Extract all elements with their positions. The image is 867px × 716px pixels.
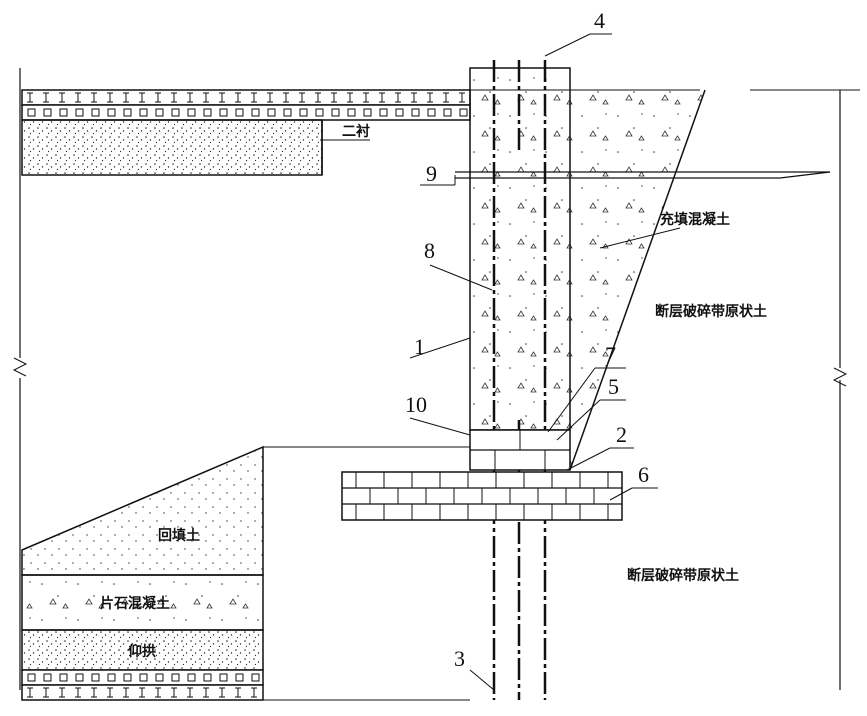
callout-5: 5 xyxy=(608,374,619,399)
label-backfill: 回填土 xyxy=(158,527,200,544)
label-fault-zone-lower: 断层破碎带原状土 xyxy=(627,567,739,584)
right-boundary: 断层破碎带原状土 xyxy=(655,90,860,690)
callout-10: 10 xyxy=(405,392,427,417)
backfill-soil xyxy=(22,447,263,575)
callout-4: 4 xyxy=(594,8,605,33)
label-rubble-concrete: 片石混凝土 xyxy=(100,595,170,612)
lower-steel-arch-ibeams xyxy=(27,688,257,697)
lower-block-band xyxy=(28,674,259,681)
callout-9: 9 xyxy=(426,161,437,186)
callout-2: 2 xyxy=(616,422,627,447)
callout-6: 6 xyxy=(638,462,649,487)
label-fill-concrete: 充填混凝土 xyxy=(660,211,730,228)
callout-1: 1 xyxy=(414,334,425,359)
label-fault-zone-upper: 断层破碎带原状土 xyxy=(655,303,767,320)
second-lining-concrete xyxy=(22,120,322,175)
label-invert: 仰拱 xyxy=(128,643,156,660)
label-second-lining: 二衬 xyxy=(342,123,370,140)
callout-7: 7 xyxy=(605,342,616,367)
fill-concrete-region: 充填混凝土 xyxy=(570,90,730,470)
callout-3: 3 xyxy=(454,646,465,671)
callout-8: 8 xyxy=(424,238,435,263)
